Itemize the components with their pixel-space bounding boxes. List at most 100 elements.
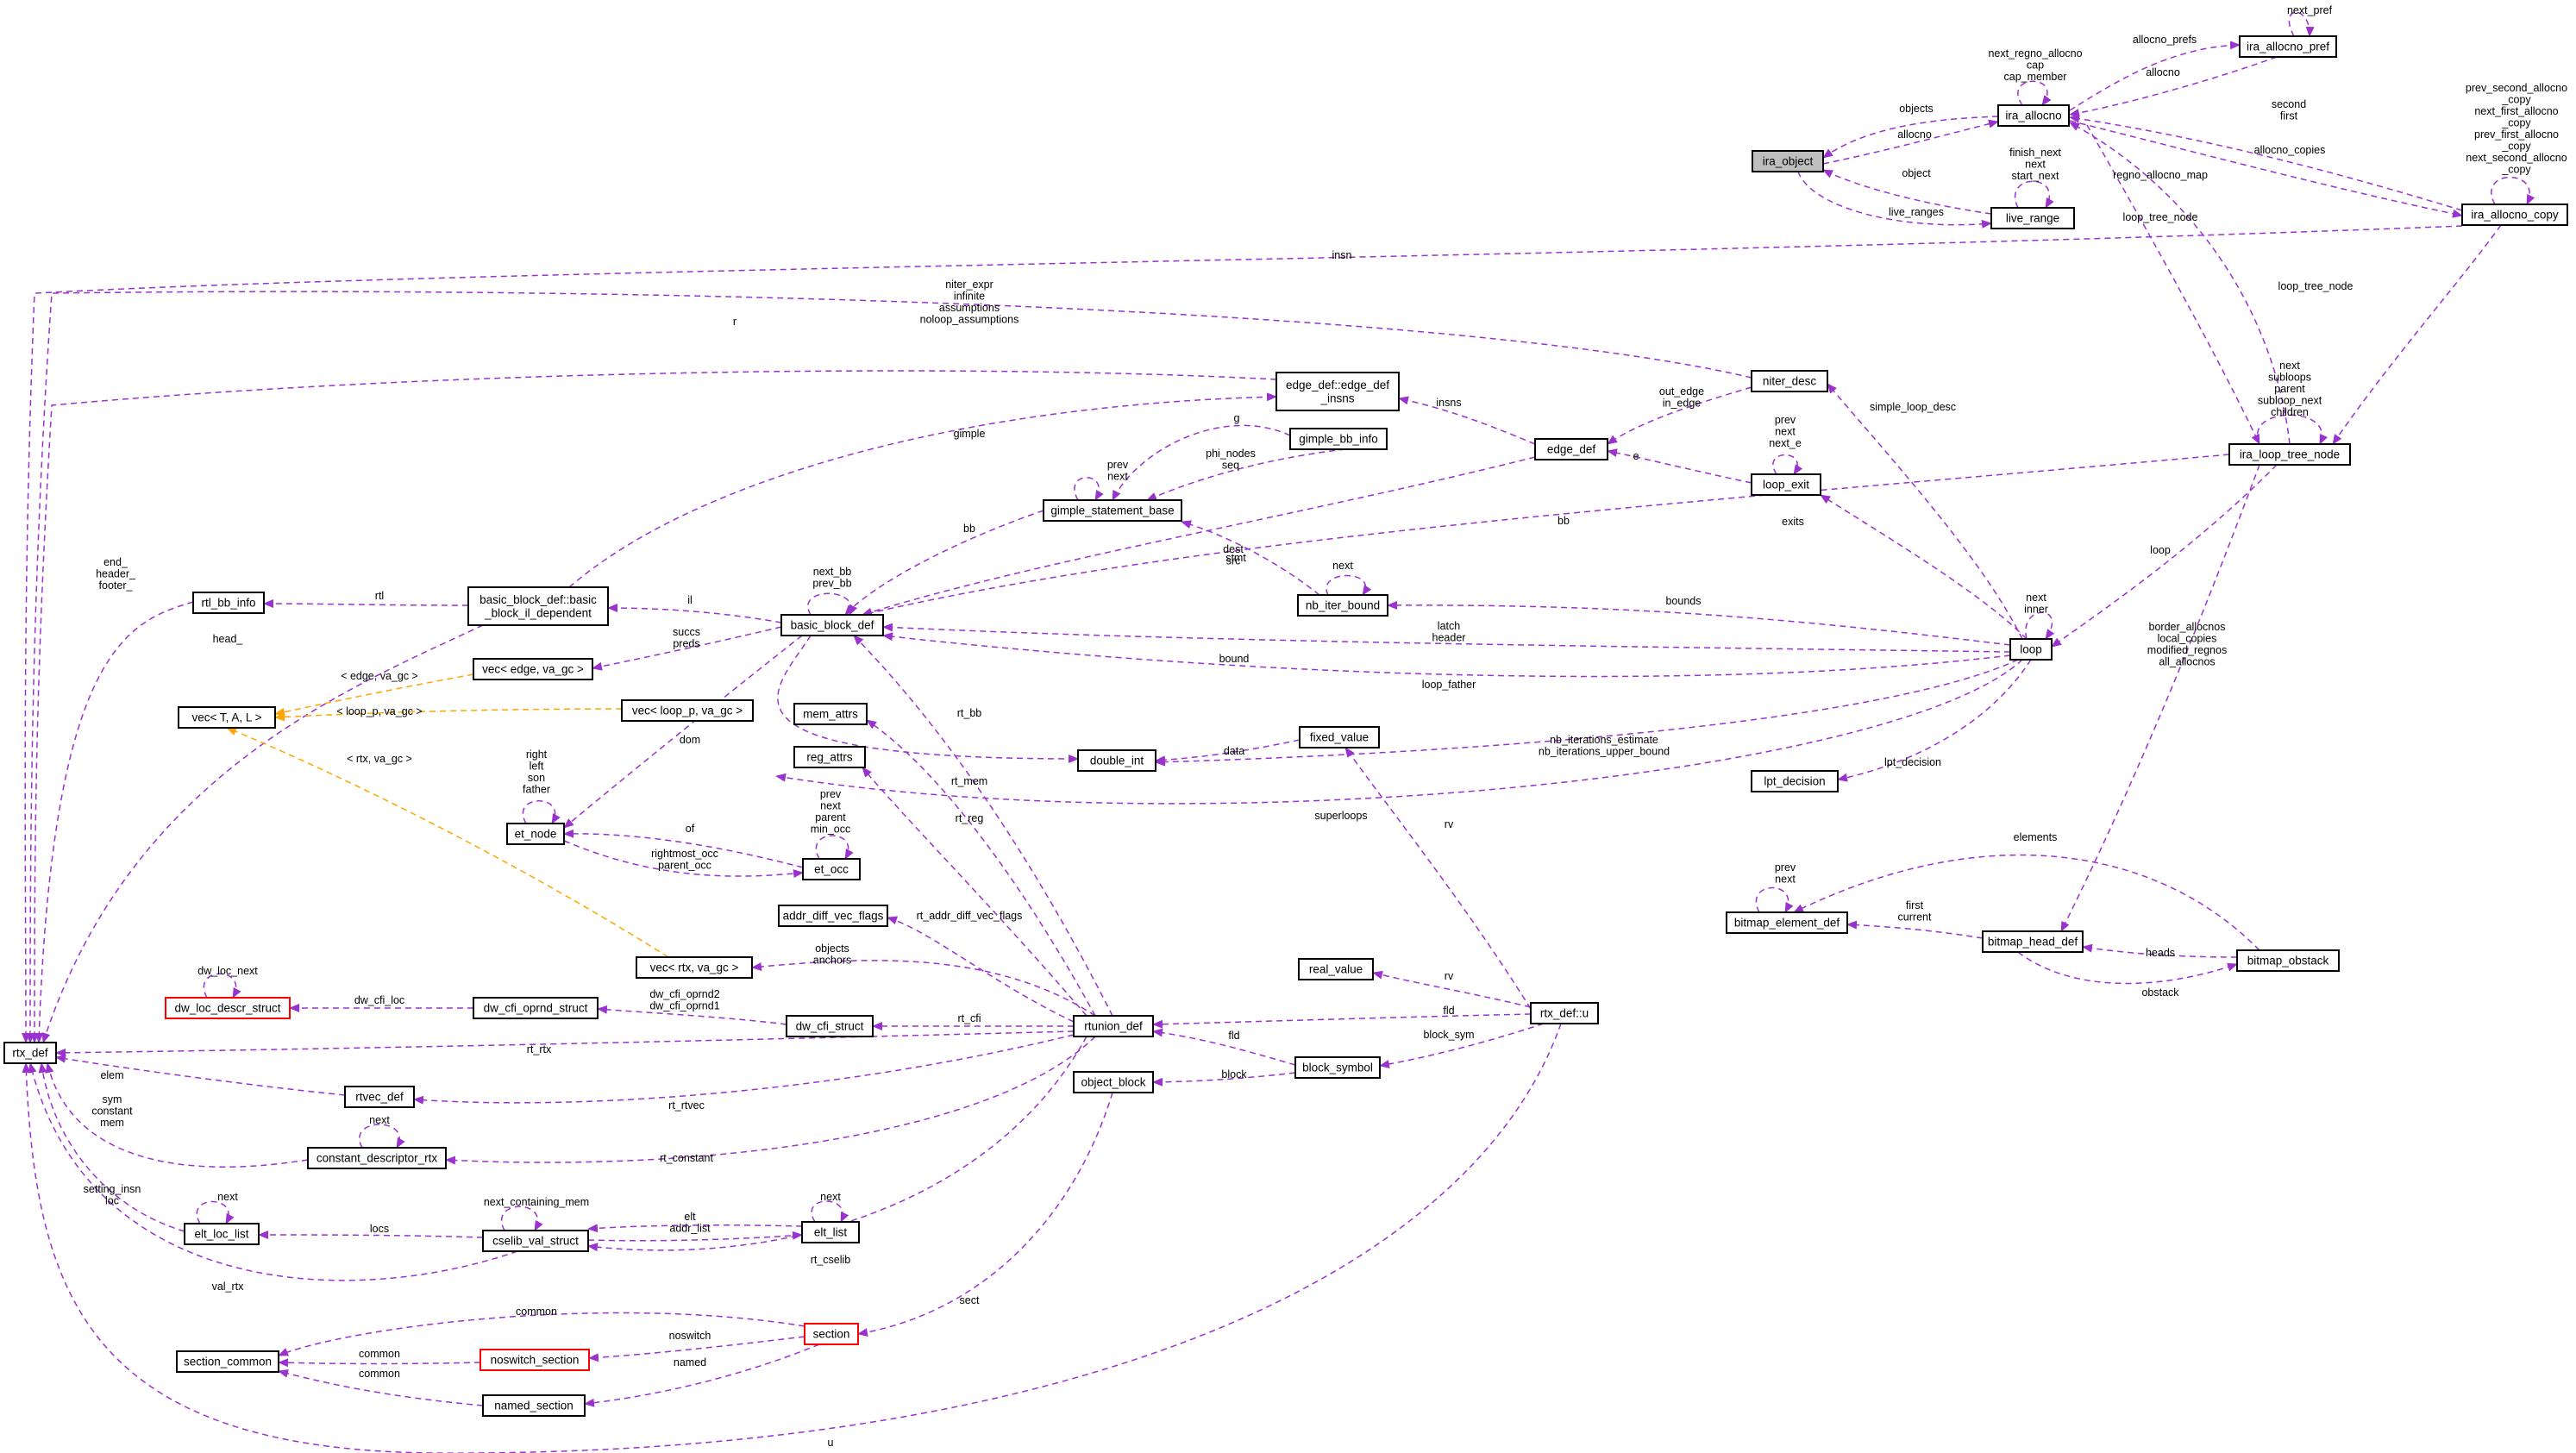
node-nb-iter-bound[interactable]: nb_iter_bound (1297, 594, 1388, 617)
edge-arrow (862, 767, 1087, 1017)
node-basic-block-def[interactable]: basic_block_def (780, 614, 884, 636)
edge-label-out-edge: in_edge (1663, 398, 1702, 410)
edge-label-prev-next-e: next_e (1769, 437, 1802, 449)
edge-label-setting-insn: loc (105, 1195, 119, 1207)
node-reg-attrs[interactable]: reg_attrs (793, 746, 866, 768)
node-label: vec< edge, va_gc > (482, 663, 584, 676)
edge-arrow (413, 1034, 1075, 1105)
edge-label-common-c: common (359, 1368, 400, 1380)
edge-arrow (2069, 41, 2241, 111)
edge-label-allocno-b: allocno (1897, 128, 1932, 141)
edge-label-subloops: subloops (2268, 372, 2311, 384)
node-et-node[interactable]: et_node (506, 823, 565, 845)
edge-label-niter-fields: noloop_assumptions (920, 314, 1019, 326)
node-box (482, 1230, 589, 1252)
edge-label-common-a: common (516, 1306, 557, 1318)
edge-arrow (21, 225, 2463, 1043)
node-section-common[interactable]: section_common (176, 1350, 279, 1373)
node-rtunion-def[interactable]: rtunion_def (1073, 1015, 1154, 1037)
node-vec-edge[interactable]: vec< edge, va_gc > (473, 658, 593, 680)
edge-arrow (807, 592, 858, 616)
node-rtx-def-u[interactable]: rtx_def::u (1530, 1002, 1599, 1024)
node-vec-rtx[interactable]: vec< rtx, va_gc > (636, 956, 753, 979)
node-label: rtl_bb_info (201, 597, 255, 610)
edge-arrow (568, 392, 1277, 588)
edge-arrow (866, 719, 1096, 1017)
node-fixed-value[interactable]: fixed_value (1299, 726, 1380, 748)
node-mem-attrs[interactable]: mem_attrs (793, 703, 868, 725)
node-lpt-decision[interactable]: lpt_decision (1751, 770, 1839, 792)
node-named-section[interactable]: named_section (482, 1394, 586, 1417)
node-gimple-bb-info[interactable]: gimple_bb_info (1289, 428, 1388, 450)
node-object-block[interactable]: object_block (1073, 1071, 1154, 1093)
edge-label-finish-next: next (2025, 159, 2046, 171)
node-ira-loop-tree-node[interactable]: ira_loop_tree_node (2228, 443, 2351, 466)
edge-label-dest-src: src (1226, 555, 1241, 567)
node-ira-allocno-copy[interactable]: ira_allocno_copy (2461, 204, 2568, 226)
node-ira-allocno-pref[interactable]: ira_allocno_pref (2239, 35, 2337, 58)
node-cselib-val-struct[interactable]: cselib_val_struct (482, 1230, 589, 1252)
edge-label-right-left: father (523, 784, 550, 796)
node-loop-exit[interactable]: loop_exit (1751, 473, 1821, 496)
edge-label-gimple: gimple (954, 428, 986, 440)
edge-arrow (1607, 448, 1752, 484)
edge-label-border-allocnos: modified_regnos (2147, 644, 2227, 656)
node-vec-tal[interactable]: vec< T, A, L > (178, 706, 276, 729)
node-rtvec-def[interactable]: rtvec_def (344, 1086, 415, 1108)
node-noswitch-section[interactable]: noswitch_section (479, 1349, 590, 1371)
edge-label-finish-next: start_next (2012, 170, 2059, 182)
node-vec-loop-p[interactable]: vec< loop_p, va_gc > (621, 699, 754, 722)
edge-arrow (1181, 520, 1320, 596)
edge-arrow (815, 835, 854, 860)
node-label: bitmap_obstack (2247, 955, 2329, 968)
node-ira-object[interactable]: ira_object (1752, 150, 1824, 172)
node-rtl-bb-info[interactable]: rtl_bb_info (192, 592, 265, 614)
node-elt-list[interactable]: elt_list (801, 1221, 860, 1243)
node-live-range[interactable]: live_range (1990, 207, 2075, 229)
node-addr-diff-vec-flags[interactable]: addr_diff_vec_flags (778, 905, 888, 927)
edge-label-next-containing-mem: next_containing_mem (484, 1196, 589, 1208)
edge-arrow (1074, 477, 1104, 501)
node-label: gimple_bb_info (1299, 433, 1378, 446)
edge-label-next-bb: prev_bb (812, 578, 851, 590)
edge-label-second-first: first (2280, 110, 2298, 122)
edge-arrow (751, 960, 1096, 1017)
node-et-occ[interactable]: et_occ (802, 858, 861, 880)
node-loop[interactable]: loop (2009, 638, 2053, 661)
node-basic-block-il-dependent[interactable]: basic_block_def::basic_block_il_dependen… (467, 586, 609, 626)
edge-arrow (597, 1005, 787, 1025)
node-dw-cfi-oprnd-struct[interactable]: dw_cfi_oprnd_struct (473, 997, 599, 1019)
node-elt-loc-list[interactable]: elt_loc_list (184, 1223, 260, 1245)
node-gimple-statement-base[interactable]: gimple_statement_base (1043, 499, 1182, 522)
edge-label-rtx-va-gc: < rtx, va_gc > (347, 753, 412, 765)
node-dw-loc-descr-struct[interactable]: dw_loc_descr_struct (165, 997, 291, 1019)
node-edge-def-insns[interactable]: edge_def::edge_def_insns (1275, 372, 1400, 411)
node-rtx-def[interactable]: rtx_def (3, 1042, 57, 1064)
node-niter-desc[interactable]: niter_desc (1751, 370, 1828, 392)
node-box (1275, 372, 1400, 411)
edge-label-copy-links: next_first_allocno (2474, 105, 2558, 117)
edge-arrow (2069, 114, 2463, 211)
node-label: edge_def::edge_def (1286, 379, 1389, 391)
node-ira-allocno[interactable]: ira_allocno (1997, 104, 2070, 127)
node-block-symbol[interactable]: block_symbol (1294, 1056, 1381, 1079)
edge-arrow (2491, 176, 2535, 205)
node-label: _block_il_dependent (484, 606, 592, 619)
node-bitmap-head-def[interactable]: bitmap_head_def (1982, 930, 2084, 953)
node-double-int[interactable]: double_int (1077, 749, 1156, 772)
edge-label-rightmost-occ: rightmost_occ (651, 848, 718, 860)
node-label: _insns (1319, 391, 1354, 404)
node-box (1073, 1071, 1154, 1093)
node-real-value[interactable]: real_value (1298, 958, 1374, 980)
node-box (1043, 499, 1182, 522)
edge-label-elements: elements (2014, 831, 2058, 843)
node-bitmap-element-def[interactable]: bitmap_element_def (1726, 911, 1848, 934)
edge-label-rt-cselib: rt_cselib (811, 1254, 851, 1266)
edge-label-exits: exits (1782, 516, 1804, 528)
edge-label-insn: insn (1332, 249, 1352, 261)
node-constant-descriptor-rtx[interactable]: constant_descriptor_rtx (307, 1147, 447, 1169)
node-bitmap-obstack[interactable]: bitmap_obstack (2236, 949, 2340, 972)
node-edge-def[interactable]: edge_def (1534, 438, 1608, 460)
node-section[interactable]: section (804, 1323, 859, 1345)
node-dw-cfi-struct[interactable]: dw_cfi_struct (786, 1015, 874, 1037)
